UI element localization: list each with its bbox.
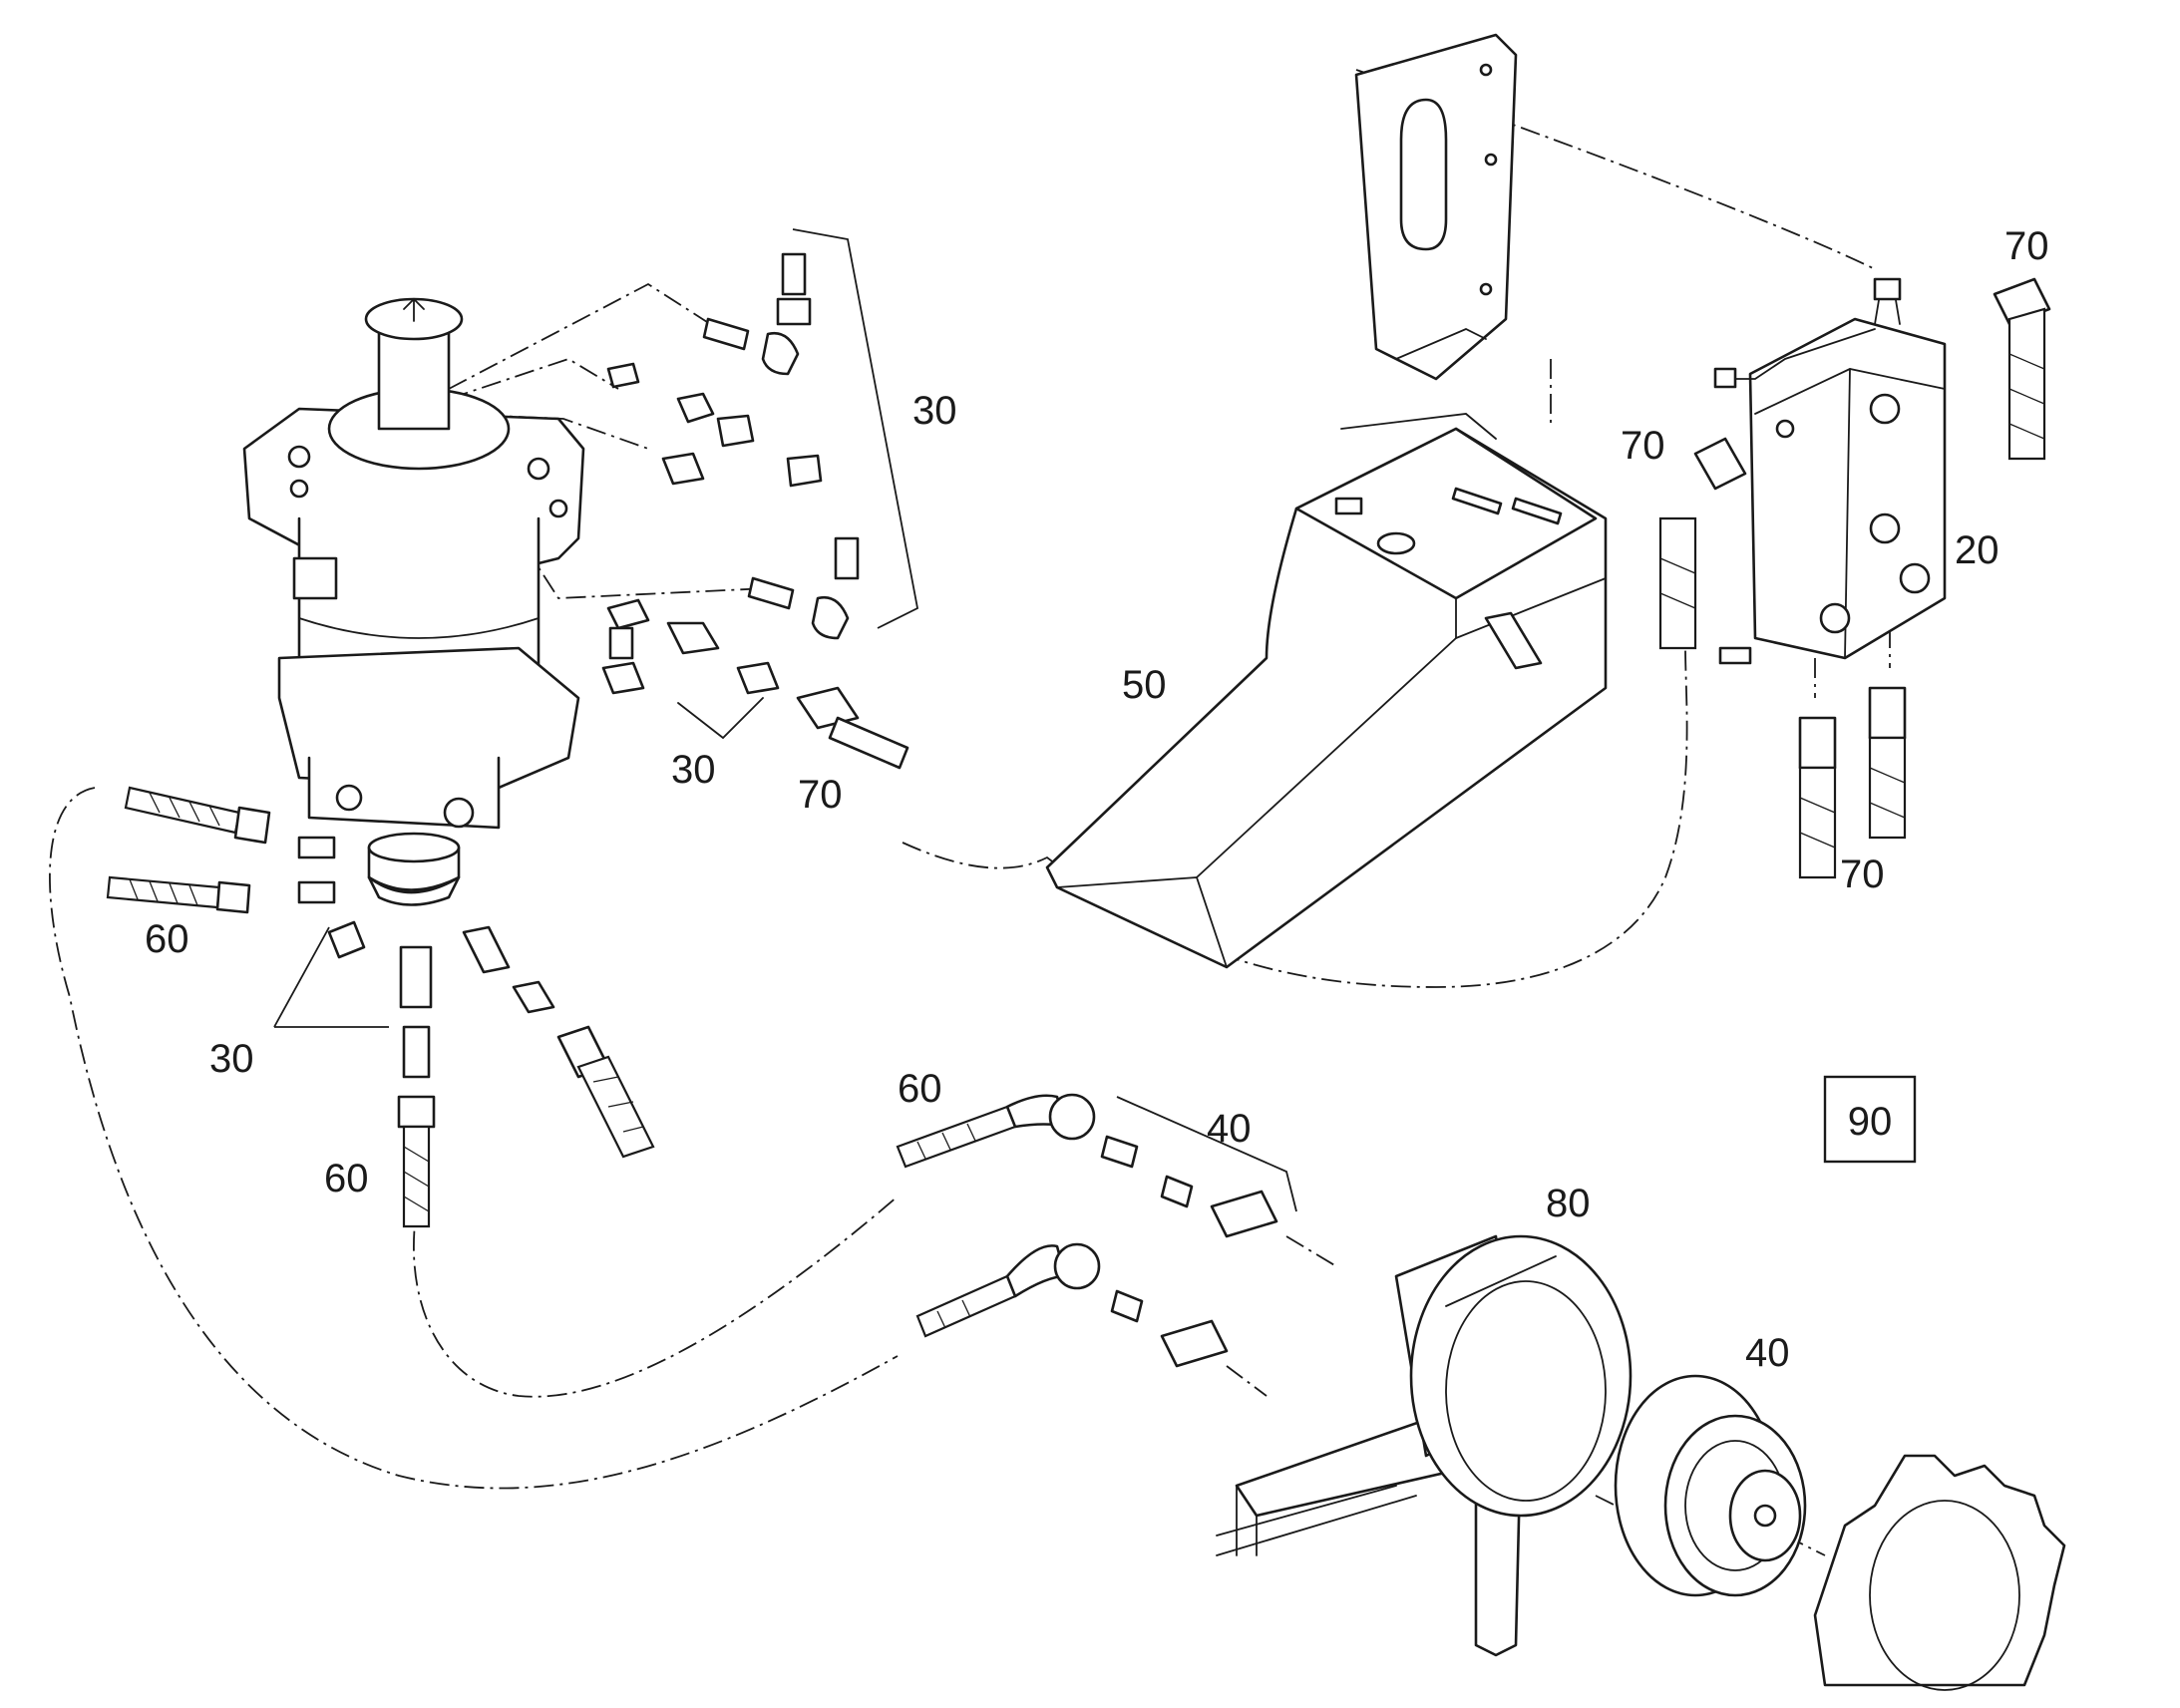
fittings-group-30-mid — [601, 598, 909, 770]
fittings-group-30-upper — [606, 252, 860, 640]
hoses-60-center — [896, 1093, 1101, 1338]
callout-40-fittings: 40 — [1207, 1107, 1252, 1151]
bracket — [1354, 33, 1518, 381]
callout-80: 80 — [1546, 1182, 1591, 1225]
callout-30-top: 30 — [912, 389, 957, 433]
track-frame-80 — [1216, 1234, 1633, 1657]
valve-block-20 — [1713, 277, 1947, 665]
callout-70-block-left: 70 — [1621, 424, 1665, 468]
fittings-group-40 — [1100, 1135, 1278, 1368]
callout-50: 50 — [1122, 663, 1167, 707]
gearbox-40 — [1614, 1374, 1807, 1597]
hose-routing-lines — [49, 69, 1891, 1556]
callout-70-top-right: 70 — [2004, 224, 2049, 268]
boxed-label-90: 90 — [1823, 1075, 1917, 1164]
callout-labels: 30 30 30 70 70 70 70 20 50 60 60 60 40 4… — [145, 224, 2049, 1375]
sprocket — [1813, 1454, 2066, 1691]
boxed-label-90-text: 90 — [1848, 1100, 1893, 1144]
callout-20: 20 — [1955, 528, 1999, 572]
hoses-70-right — [1658, 277, 2051, 879]
callout-60-hose: 60 — [898, 1067, 942, 1111]
callout-70-bottom-right: 70 — [1840, 853, 1885, 896]
callout-leaders — [273, 228, 1297, 1212]
callout-70-mid: 70 — [798, 773, 843, 817]
callout-30-low: 30 — [209, 1037, 254, 1081]
callout-60-left: 60 — [145, 917, 189, 961]
rotary-joint-assembly — [242, 297, 585, 906]
callout-30-mid: 30 — [671, 748, 716, 792]
callout-60-bottom: 60 — [324, 1157, 369, 1200]
tank-50 — [1045, 413, 1608, 969]
callout-40-gearbox: 40 — [1745, 1331, 1790, 1375]
hoses-60-left — [106, 786, 655, 1228]
